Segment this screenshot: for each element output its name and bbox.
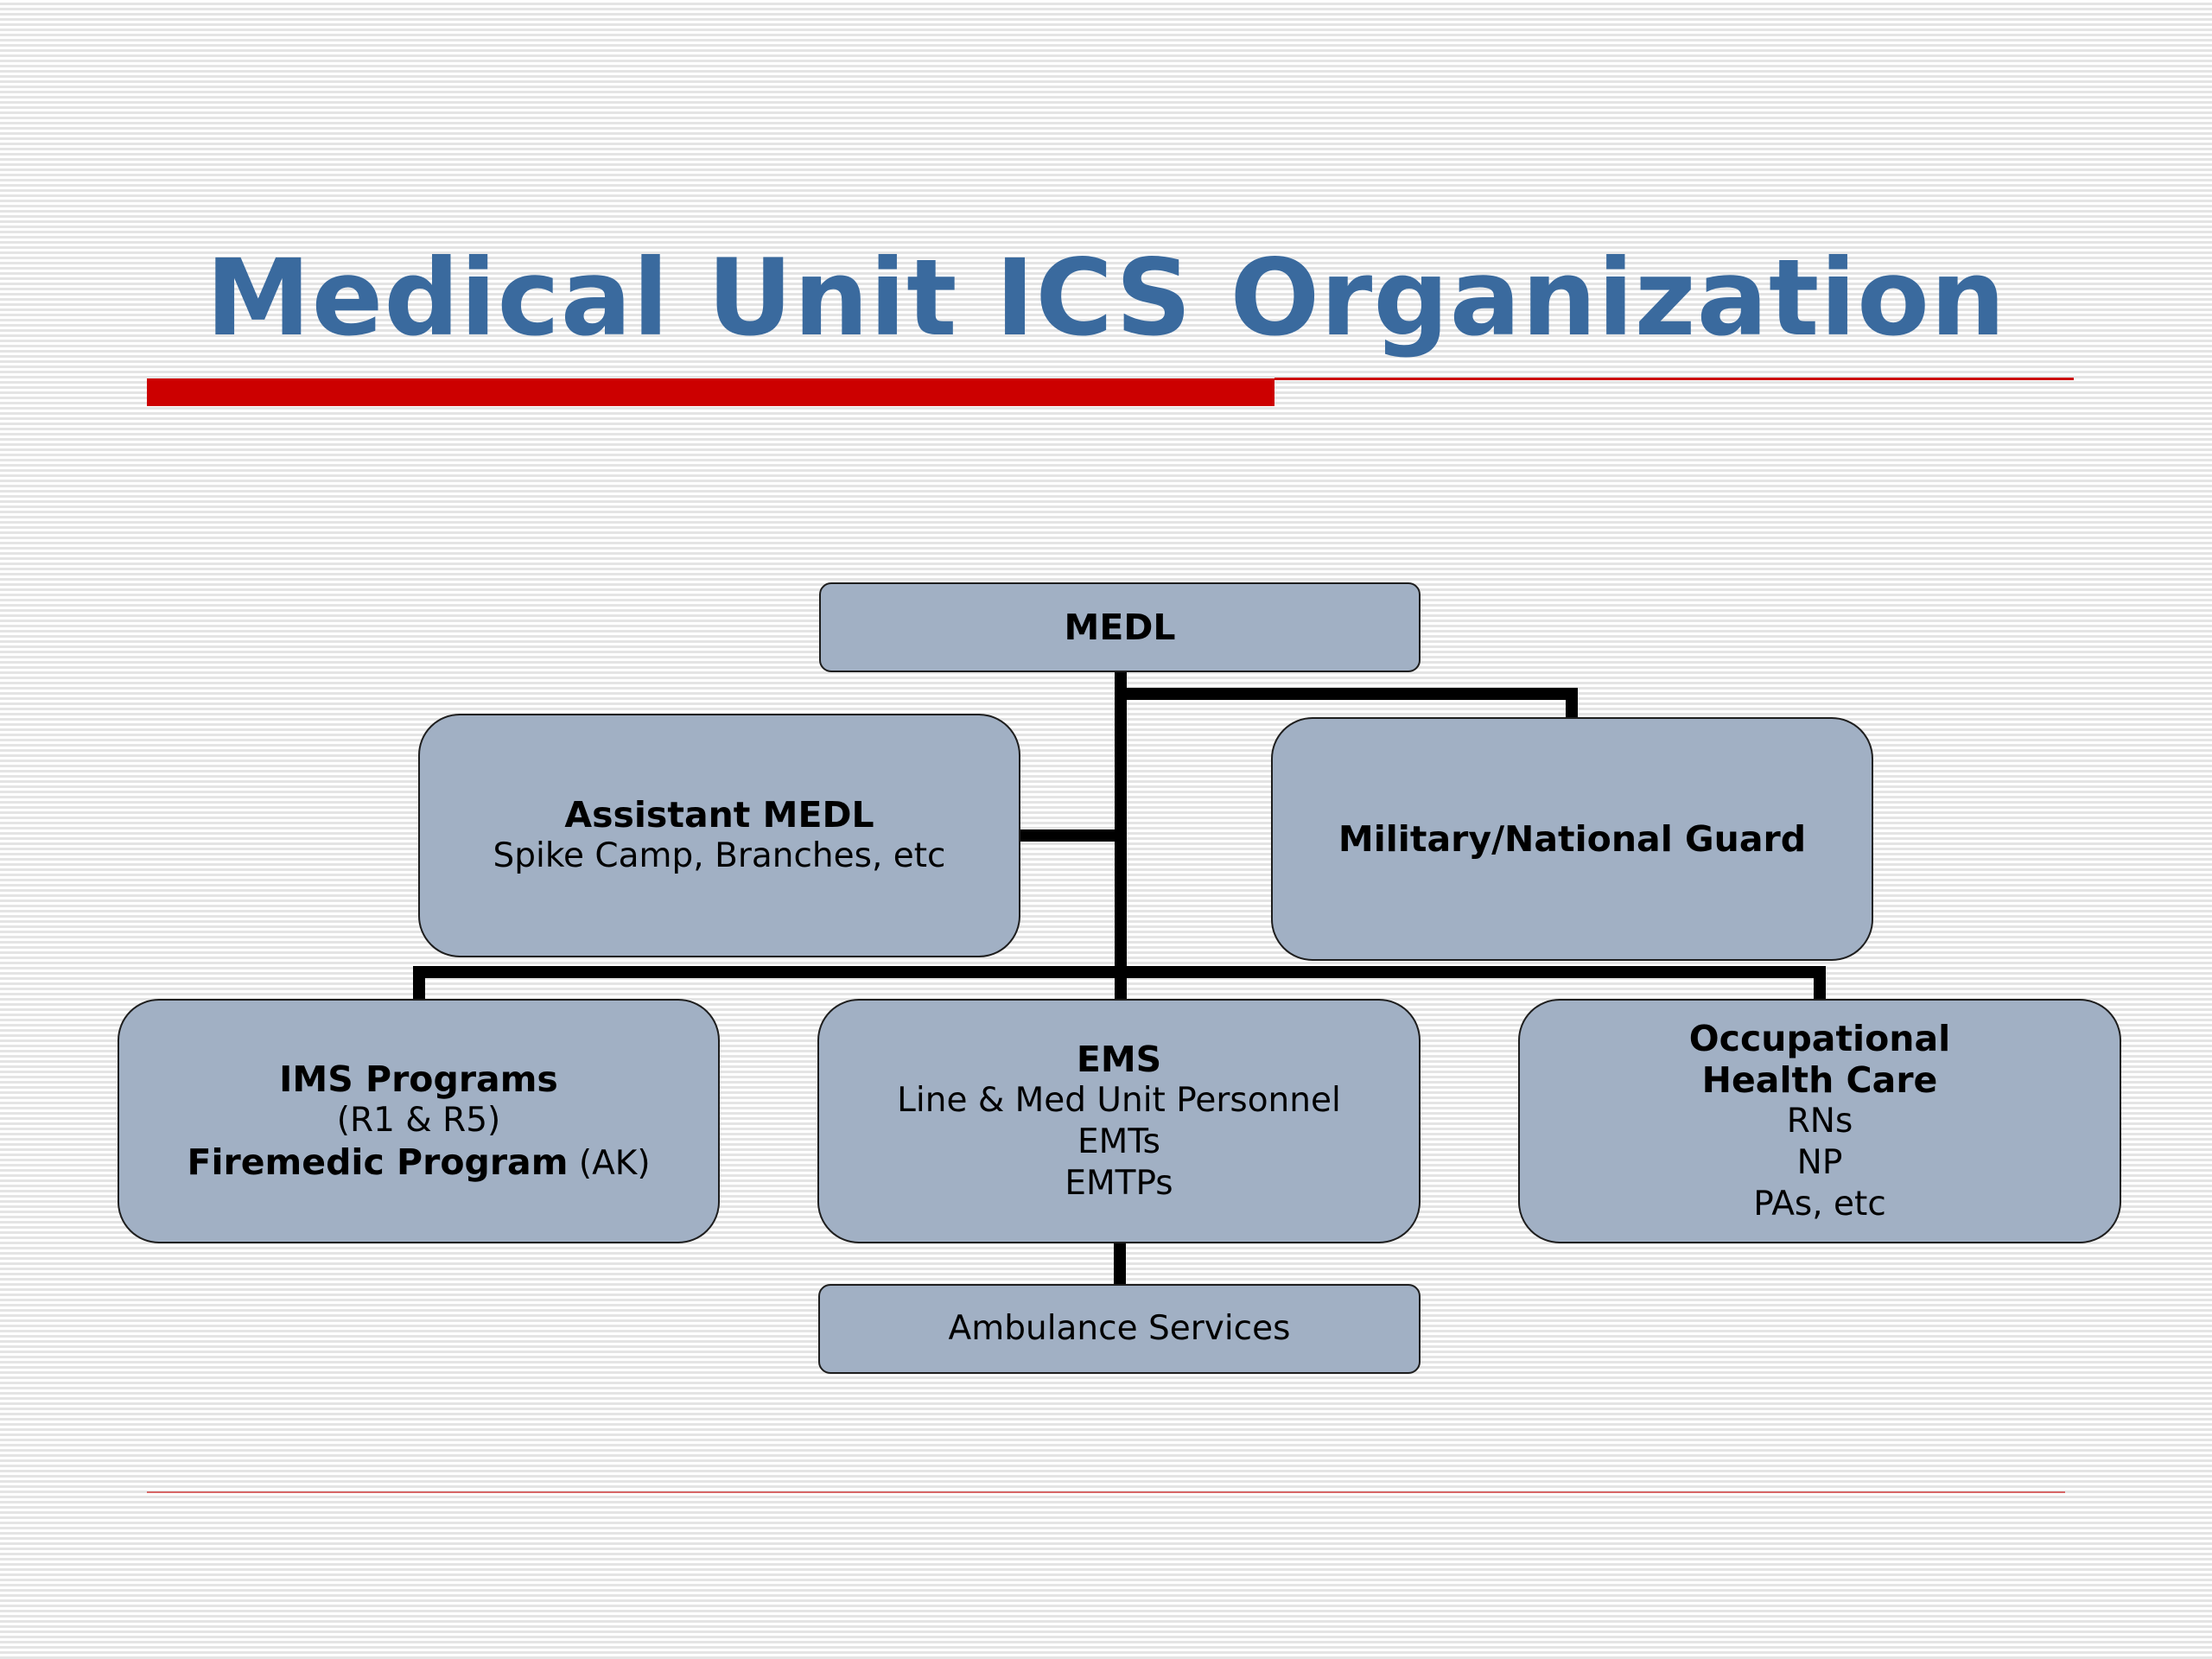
assistant-medl-title: Assistant MEDL xyxy=(564,794,874,836)
ims-title: IMS Programs xyxy=(279,1058,558,1100)
firemedic-line: Firemedic Program (AK) xyxy=(187,1141,650,1185)
medl-title: MEDL xyxy=(1064,607,1176,648)
ems-line-emts: EMTs xyxy=(1077,1122,1160,1161)
org-box-ims-programs: IMS Programs (R1 & R5) Firemedic Program… xyxy=(118,999,720,1243)
firemedic-region: (AK) xyxy=(568,1143,651,1183)
ambulance-title: Ambulance Services xyxy=(948,1309,1291,1348)
org-box-occupational-health: Occupational Health Care RNs NP PAs, etc xyxy=(1518,999,2121,1243)
ems-title: EMS xyxy=(1076,1038,1162,1080)
org-box-ems: EMS Line & Med Unit Personnel EMTs EMTPs xyxy=(817,999,1421,1243)
ims-regions: (R1 & R5) xyxy=(336,1100,501,1140)
org-box-military: Military/National Guard xyxy=(1271,717,1873,961)
org-box-ambulance: Ambulance Services xyxy=(818,1284,1421,1374)
footer-rule xyxy=(147,1491,2065,1493)
firemedic-title: Firemedic Program xyxy=(187,1141,569,1183)
occupational-line-np: NP xyxy=(1796,1142,1843,1182)
occupational-title-line2: Health Care xyxy=(1701,1058,1938,1101)
org-box-medl: MEDL xyxy=(819,582,1421,672)
ems-line-emtps: EMTPs xyxy=(1065,1163,1173,1203)
title-underline-thick xyxy=(147,378,1274,406)
occupational-title-line1: Occupational xyxy=(1688,1017,1951,1059)
assistant-medl-subtitle: Spike Camp, Branches, etc xyxy=(493,836,946,875)
occupational-line-rns: RNs xyxy=(1786,1101,1853,1141)
slide-title: Medical Unit ICS Organization xyxy=(206,237,2006,359)
occupational-line-pas: PAs, etc xyxy=(1753,1184,1886,1224)
ems-line-personnel: Line & Med Unit Personnel xyxy=(897,1080,1341,1120)
title-underline-thin xyxy=(1274,378,2074,380)
org-box-assistant-medl: Assistant MEDL Spike Camp, Branches, etc xyxy=(418,714,1020,957)
connector-lines xyxy=(413,666,1826,1290)
connector-medl-military xyxy=(1115,688,1578,723)
military-title: Military/National Guard xyxy=(1338,818,1807,860)
